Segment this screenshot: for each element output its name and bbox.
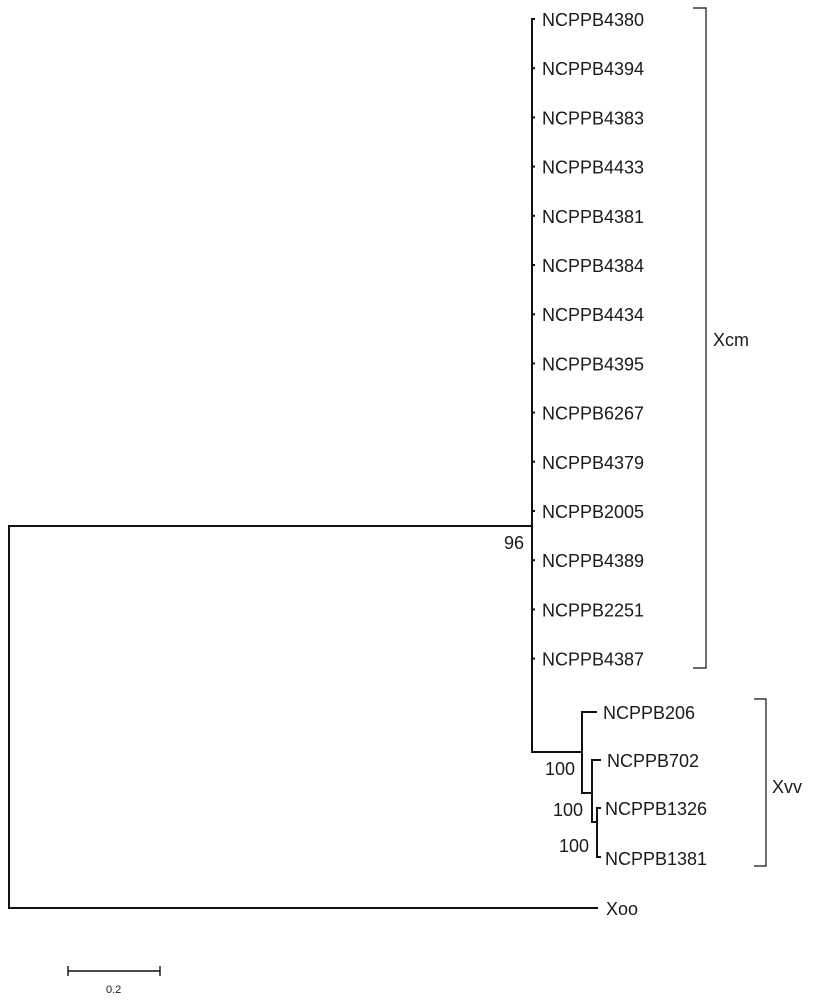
xcm-clade-bracket (693, 7, 707, 669)
xcm-leaf-label: NCPPB4394 (542, 59, 644, 79)
xcm-clade-label: Xcm (713, 330, 749, 350)
bootstrap-xvv-outer: 100 (545, 759, 575, 779)
xcm-leaf-label: NCPPB4379 (542, 453, 644, 473)
xcm-leaf-label: NCPPB4381 (542, 207, 644, 227)
xcm-leaf-label: NCPPB2005 (542, 502, 644, 522)
xvv-leaf-label: NCPPB206 (603, 703, 695, 723)
xvv-leaf-label: NCPPB702 (607, 751, 699, 771)
xcm-leaf-label: NCPPB4387 (542, 650, 644, 670)
xcm-leaf-label: NCPPB6267 (542, 404, 644, 424)
xcm-leaf-label: NCPPB2251 (542, 600, 644, 620)
xcm-leaf-label: NCPPB4395 (542, 354, 644, 374)
bootstrap-xvv-mid: 100 (553, 800, 583, 820)
xvv-clade-bracket (754, 698, 767, 867)
xcm-leaf-label: NCPPB4384 (542, 256, 644, 276)
xcm-clade-group: NCPPB4380NCPPB4394NCPPB4383NCPPB4433NCPP… (531, 10, 644, 670)
scale-bar-label: 0.2 (106, 984, 121, 996)
xcm-leaf-label: NCPPB4434 (542, 305, 644, 325)
xcm-leaf-label: NCPPB4383 (542, 108, 644, 128)
bootstrap-xvv-inner: 100 (559, 836, 589, 856)
xvv-leaf-label: NCPPB1381 (605, 849, 707, 869)
xcm-leaf-label: NCPPB4389 (542, 551, 644, 571)
xvv-leaf-label: NCPPB1326 (605, 799, 707, 819)
bootstrap-xcm: 96 (504, 533, 524, 553)
outgroup-label: Xoo (606, 899, 638, 919)
xcm-leaf-label: NCPPB4380 (542, 10, 644, 30)
xcm-leaf-label: NCPPB4433 (542, 158, 644, 178)
xvv-clade-label: Xvv (772, 777, 802, 797)
